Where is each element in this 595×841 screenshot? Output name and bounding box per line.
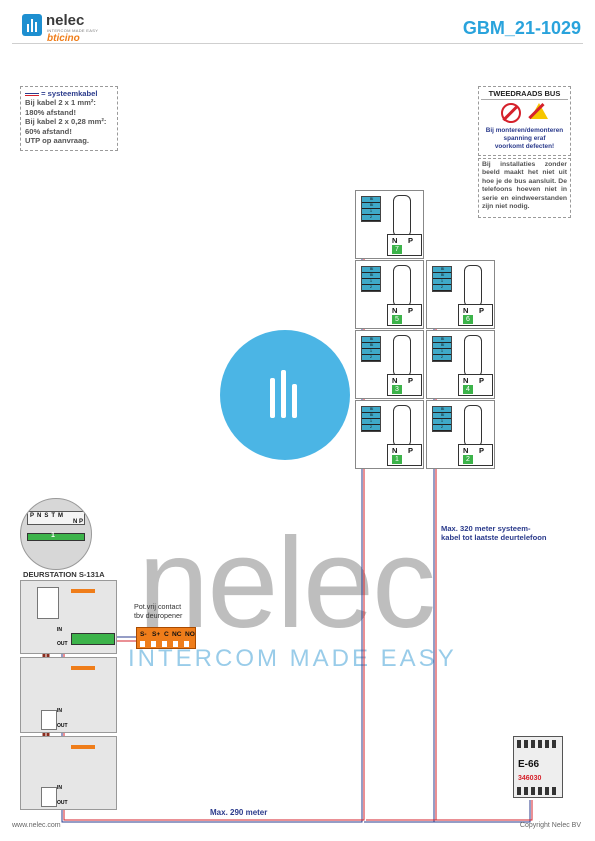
handset-icon [464, 265, 482, 307]
document-id: GBM_21-1029 [462, 18, 581, 38]
psu-label: E-66 [518, 759, 540, 770]
handset-icon [464, 405, 482, 447]
power-supply: E-66 346030 [513, 736, 563, 798]
header-divider [12, 43, 583, 44]
relay-module: S- S+ C NC NO [136, 627, 196, 649]
door-station-title: DEURSTATION S-131A [23, 570, 105, 579]
high-voltage-icon [529, 103, 549, 123]
no-plug-icon [500, 103, 521, 124]
cable-note-line: Bij kabel 2 x 0,28 mm²: [25, 117, 107, 127]
door-station-module: IN OUT [20, 580, 117, 654]
cable-note-line: 180% afstand! [25, 107, 77, 117]
distance-systeem-label: Max. 320 meter systeem-kabel tot laatste… [441, 524, 547, 543]
warning-box: TWEEDRAADS BUS Bij monteren/demonteren s… [478, 86, 571, 156]
door-station-module: IN OUT [20, 657, 117, 733]
cable-note-line: 60% afstand! [25, 126, 72, 136]
footer-copyright: Copyright Nelec BV [519, 822, 581, 829]
warning-title: TWEEDRAADS BUS [488, 89, 561, 98]
cable-note-line: UTP op aanvraag. [25, 136, 90, 146]
psu-code: 346030 [518, 775, 542, 782]
handset-icon [464, 335, 482, 377]
warning-line: spanning eraf [503, 134, 546, 142]
handset-icon [393, 335, 411, 377]
handset-icon [393, 405, 411, 447]
warning-line: Bij monteren/demonteren [485, 126, 564, 134]
nelec-logo-icon [22, 14, 42, 36]
install-note: Bij installaties zonder beeld maakt het … [478, 158, 571, 218]
cable-note: = systeemkabel Bij kabel 2 x 1 mm²: 180%… [20, 86, 118, 151]
door-station-module: IN OUT [20, 736, 117, 810]
warning-line: voorkomt defecten! [494, 142, 555, 150]
terminal-zoom: PNSTM 1 N P [20, 498, 92, 570]
handset-icon [393, 265, 411, 307]
handset-icon [393, 195, 411, 237]
distance-door-label: Max. 290 meter [210, 808, 268, 817]
footer-website[interactable]: www.nelec.com [12, 822, 61, 829]
watermark-logo-icon [268, 370, 308, 422]
terminal-letters: PNSTM [30, 513, 67, 519]
brand-name: nelec [46, 12, 85, 29]
brand-tagline: INTERCOM MADE EASY [47, 28, 99, 33]
cable-note-title: = systeemkabel [25, 89, 113, 98]
cable-note-line: Bij kabel 2 x 1 mm²: [25, 98, 96, 108]
watermark-tagline: INTERCOM MADE EASY [128, 645, 457, 672]
brand-sub: bticino [47, 33, 80, 44]
